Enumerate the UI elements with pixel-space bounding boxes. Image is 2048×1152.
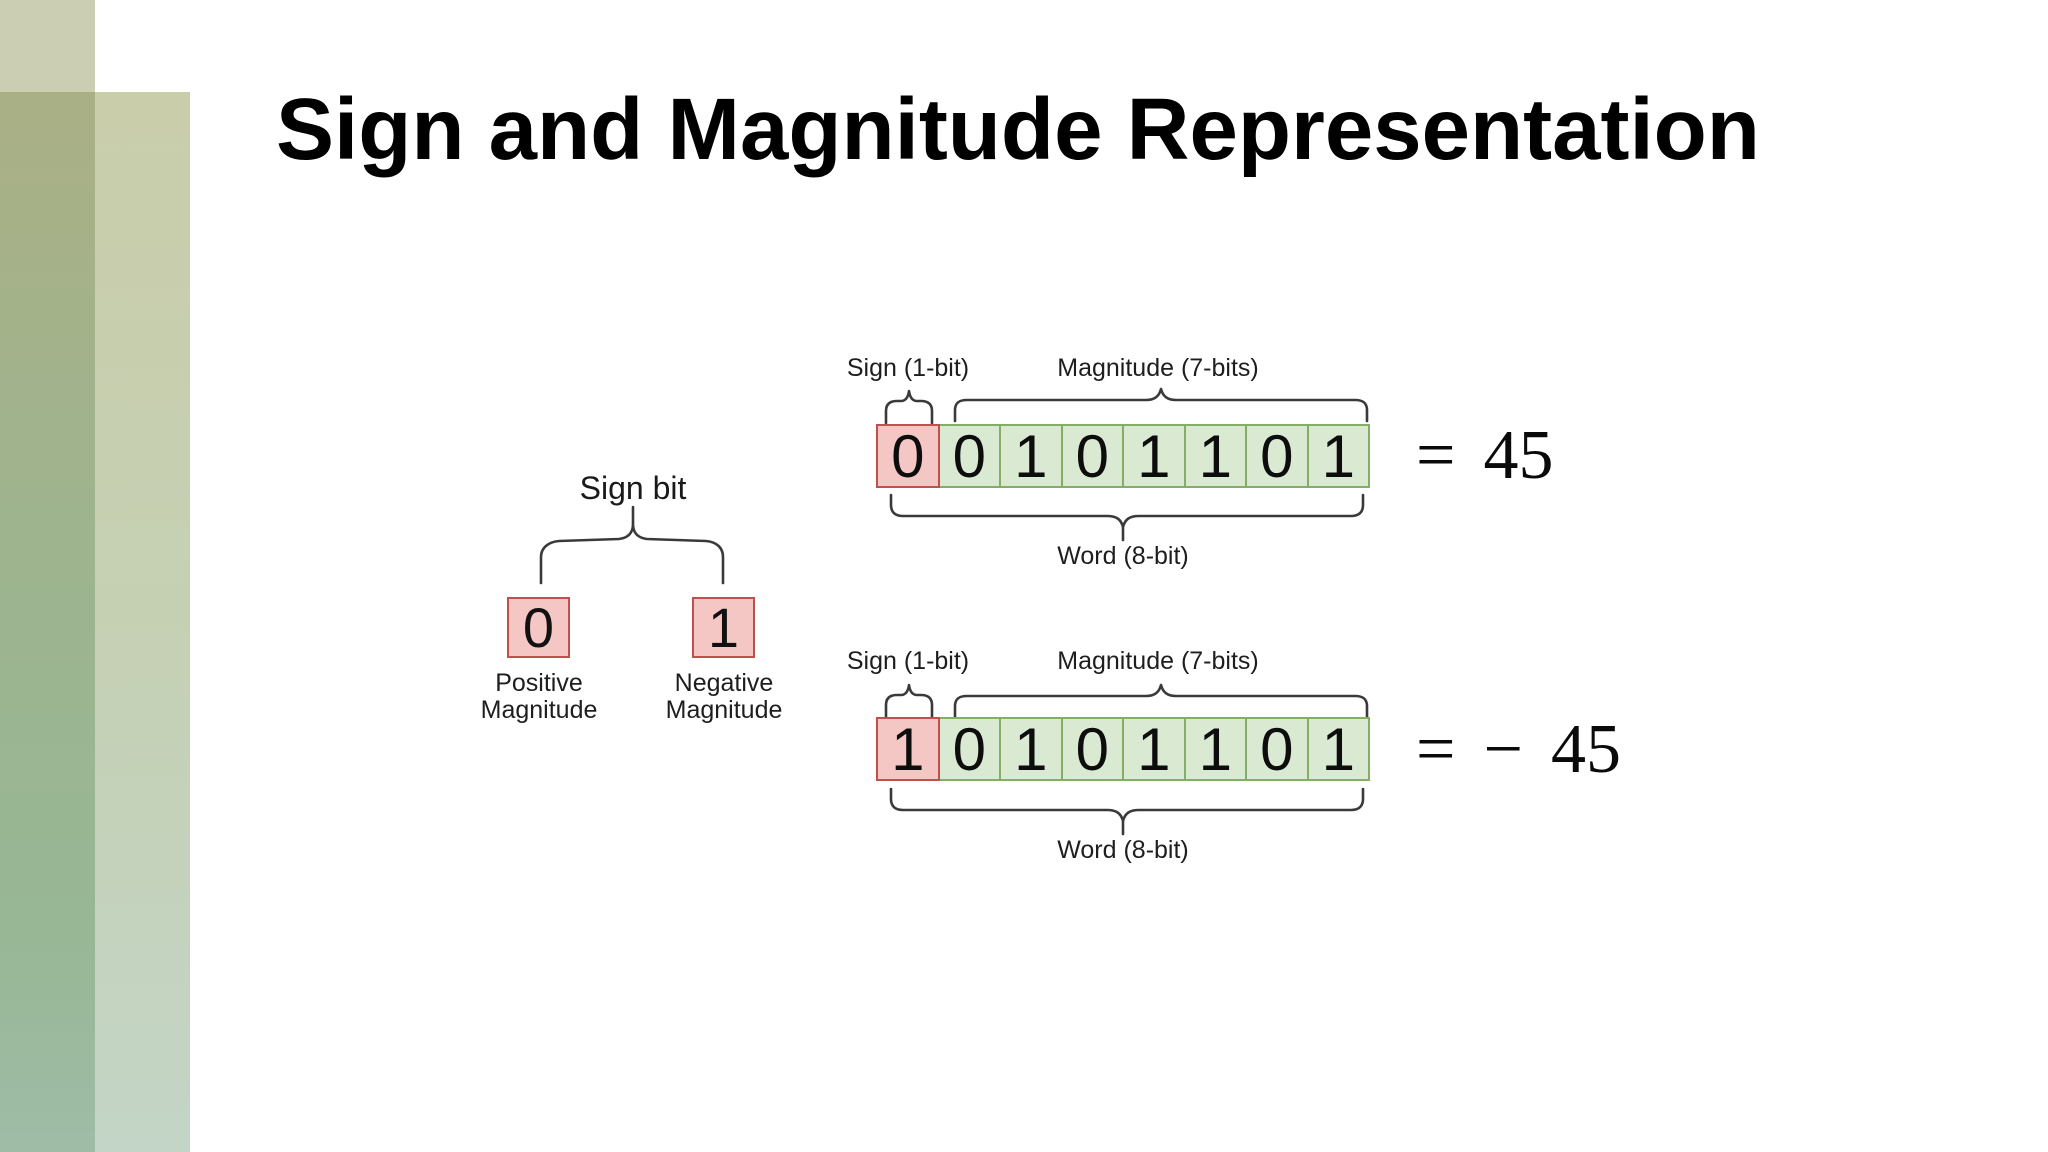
bit-cell: 1	[1183, 716, 1247, 783]
bit-cell: 0	[937, 716, 1001, 783]
bit-cell: 1	[999, 716, 1063, 783]
bit-row: 0 0 1 0 1 1 0 1	[876, 423, 1370, 490]
bit-cell: 0	[1060, 423, 1124, 490]
sign-overbrace-row2	[884, 683, 934, 719]
sign-bit-digit: 0	[522, 596, 555, 659]
decimal-value: 45	[1483, 417, 1554, 494]
bit-cell: 1	[1306, 716, 1370, 783]
sign-field-label: Sign (1-bit)	[846, 354, 970, 382]
bit-cell: 1	[1306, 423, 1370, 490]
bit-cell: 0	[1245, 423, 1309, 490]
bit-cell: 1	[1122, 716, 1186, 783]
bit-cell: 0	[937, 423, 1001, 490]
minus-sign: −	[1483, 711, 1523, 788]
magnitude-field-label: Magnitude (7-bits)	[1057, 647, 1259, 675]
magnitude-field-label: Magnitude (7-bits)	[1057, 354, 1259, 382]
equals-expression: = 45	[1416, 417, 1553, 494]
word-label: Word (8-bit)	[1057, 542, 1189, 570]
word-underbrace-row1	[889, 493, 1365, 542]
sign-field-label: Sign (1-bit)	[846, 647, 970, 675]
bit-cell: 0	[1245, 716, 1309, 783]
bit-cell-sign: 0	[876, 423, 940, 490]
positive-magnitude-label: Positive Magnitude	[480, 669, 598, 724]
equals-sign: =	[1416, 711, 1456, 788]
bit-cell: 1	[1122, 423, 1186, 490]
bit-cell: 1	[1183, 423, 1247, 490]
sign-bit-digit: 1	[707, 596, 740, 659]
left-decoration-dark-bar	[0, 92, 95, 1152]
word-label: Word (8-bit)	[1057, 836, 1189, 864]
equals-sign: =	[1416, 417, 1456, 494]
sign-bit-tree-brace	[539, 505, 725, 585]
sign-bit-box-positive: 0	[507, 596, 570, 659]
sign-bit-box-negative: 1	[692, 596, 755, 659]
left-decoration-top-bar	[0, 0, 95, 92]
bit-cell: 1	[999, 423, 1063, 490]
sign-overbrace-row1	[884, 389, 934, 425]
decimal-value: 45	[1550, 711, 1621, 788]
negative-magnitude-label: Negative Magnitude	[665, 669, 783, 724]
bit-cell: 0	[1060, 716, 1124, 783]
bit-cell-sign: 1	[876, 716, 940, 783]
magnitude-overbrace-row2	[953, 683, 1369, 719]
word-underbrace-row2	[889, 787, 1365, 836]
magnitude-overbrace-row1	[953, 387, 1369, 423]
left-decoration-light-bar	[95, 92, 190, 1152]
bit-row: 1 0 1 0 1 1 0 1	[876, 716, 1370, 783]
equals-expression: = − 45	[1416, 711, 1621, 788]
sign-bit-title: Sign bit	[579, 470, 687, 506]
page-title: Sign and Magnitude Representation	[276, 81, 1760, 178]
